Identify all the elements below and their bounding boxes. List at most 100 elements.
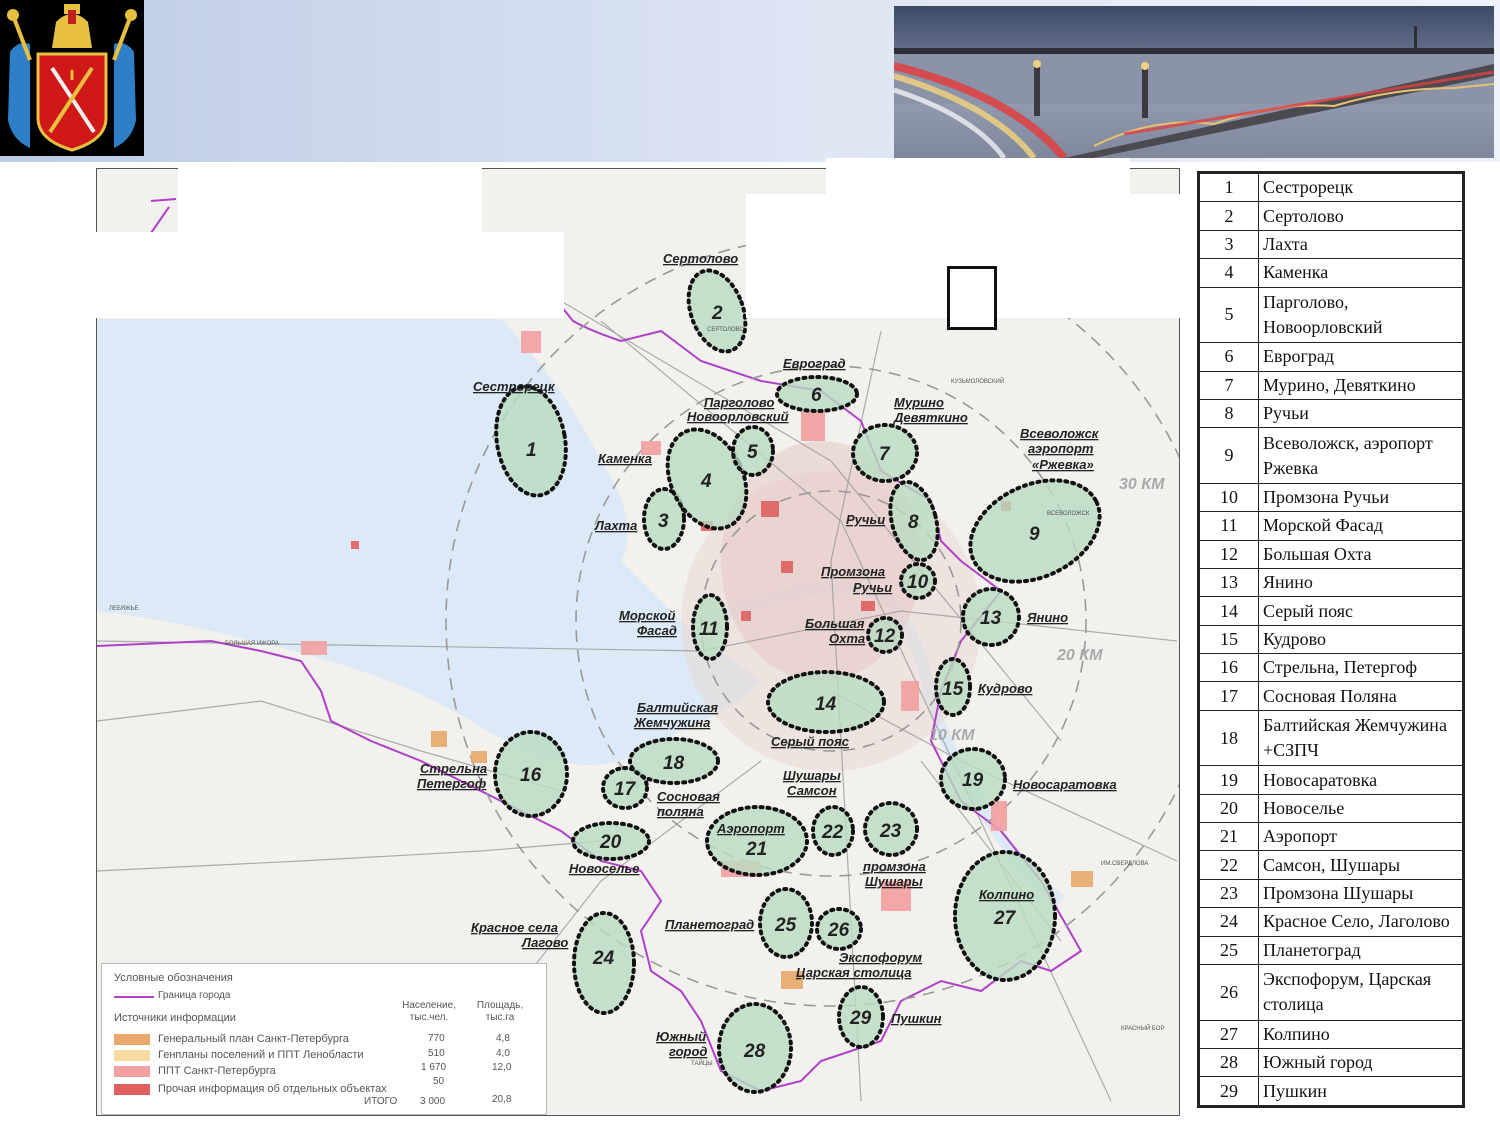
zone-name-cell: Планетоград: [1258, 935, 1464, 965]
zone-number: 24: [592, 948, 615, 969]
legend-row-pop: 770: [428, 1033, 445, 1044]
zone-7[interactable]: [851, 423, 919, 483]
zone-label: Пушкин: [891, 1011, 942, 1026]
zone-number: 10: [907, 572, 929, 593]
zone-number-cell: 9: [1198, 427, 1259, 484]
zone-6[interactable]: [775, 375, 859, 413]
zone-17[interactable]: [601, 766, 649, 810]
zone-name-cell: Большая Охта: [1258, 539, 1464, 569]
gulf-water: [97, 319, 761, 765]
zone-number-cell: 12: [1198, 539, 1259, 569]
legend-total-label: ИТОГО: [364, 1096, 398, 1107]
zone-number-cell: 13: [1198, 567, 1259, 598]
zone-name-cell: Новоселье: [1258, 793, 1464, 824]
zone-29[interactable]: [837, 985, 885, 1049]
zone-number: 22: [821, 822, 844, 843]
zone-label: Серый пояс: [771, 734, 850, 749]
zone-number: 6: [811, 385, 822, 406]
zone-label: Каменка: [598, 451, 652, 466]
zone-5[interactable]: [731, 425, 775, 477]
zone-23[interactable]: [863, 801, 919, 857]
zone-name-cell: Янино: [1258, 567, 1464, 598]
zone-18[interactable]: [628, 737, 720, 785]
legend-row-label: Генпланы поселений и ППТ Ленобласти: [158, 1049, 364, 1061]
legend-row-area: 4,8: [496, 1033, 510, 1044]
zone-number-cell: 2: [1198, 201, 1259, 231]
zone-number: 1: [526, 440, 537, 461]
zone-label: Петергоф: [417, 776, 487, 791]
zone-2[interactable]: [678, 263, 756, 360]
zone-label: Ручьи: [846, 512, 885, 527]
zone-number: 27: [993, 908, 1017, 929]
zone-label: Янино: [1026, 610, 1068, 625]
zone-27[interactable]: [953, 850, 1057, 982]
zone-label: аэропорт: [1028, 441, 1094, 456]
zone-8[interactable]: [882, 477, 945, 566]
zone-25[interactable]: [758, 887, 814, 959]
zone-22[interactable]: [811, 805, 855, 857]
zone-name-cell: Новосаратовка: [1258, 765, 1464, 795]
zone-21[interactable]: [705, 805, 809, 877]
zone-number-cell: 1: [1198, 171, 1259, 203]
zone-number: 26: [827, 920, 850, 941]
zone-number: 5: [747, 442, 758, 463]
zone-26[interactable]: [815, 907, 863, 951]
legend-swatch: [114, 1066, 150, 1077]
empty-box: [947, 266, 997, 330]
zone-number-cell: 7: [1198, 370, 1259, 400]
zone-label: «Ржевка»: [1032, 457, 1094, 472]
blank-block: [96, 232, 564, 318]
bridge-photo: [894, 6, 1494, 158]
ring-label-30: 30 КМ: [1119, 476, 1165, 493]
zone-name-cell: Самсон, Шушары: [1258, 850, 1464, 880]
zone-10[interactable]: [899, 562, 937, 600]
zone-label: Сертолово: [663, 251, 738, 266]
zone-label: город: [669, 1044, 707, 1059]
zone-label: Колпино: [979, 887, 1034, 902]
zone-9[interactable]: [954, 461, 1116, 602]
zone-label: Новоселье: [569, 861, 639, 876]
zone-label: Шушары: [865, 874, 923, 889]
zone-number: 9: [1029, 524, 1040, 545]
zone-19[interactable]: [939, 747, 1007, 811]
zone-name-cell: Сосновая Поляна: [1258, 681, 1464, 711]
zone-label: Ручьи: [853, 580, 892, 595]
zone-16[interactable]: [493, 730, 569, 818]
zone-label: Евроград: [783, 356, 846, 371]
zone-13[interactable]: [961, 587, 1021, 647]
zone-1[interactable]: [488, 381, 574, 501]
zone-name-cell: Балтийская Жемчужина +СЗПЧ: [1258, 709, 1464, 767]
zone-label: Охта: [829, 631, 865, 646]
zone-12[interactable]: [866, 616, 904, 654]
zone-number: 16: [520, 765, 542, 786]
zone-number-cell: 4: [1198, 258, 1259, 288]
zone-number: 7: [879, 444, 891, 465]
legend-col-area: Площадь, тыс.га: [476, 1000, 524, 1023]
zone-label: Девяткино: [893, 410, 968, 425]
zone-3[interactable]: [642, 487, 686, 551]
zone-28[interactable]: [717, 1002, 793, 1094]
zone-label: поляна: [657, 804, 704, 819]
zone-11[interactable]: [691, 593, 729, 661]
legend-row-pop: 50: [433, 1076, 445, 1087]
zone-number-cell: 18: [1198, 709, 1259, 767]
zone-24[interactable]: [572, 911, 636, 1015]
zone-20[interactable]: [571, 821, 651, 861]
zone-15[interactable]: [934, 657, 972, 717]
zone-14[interactable]: [766, 670, 886, 734]
zone-name-cell: Сертолово: [1258, 201, 1464, 231]
